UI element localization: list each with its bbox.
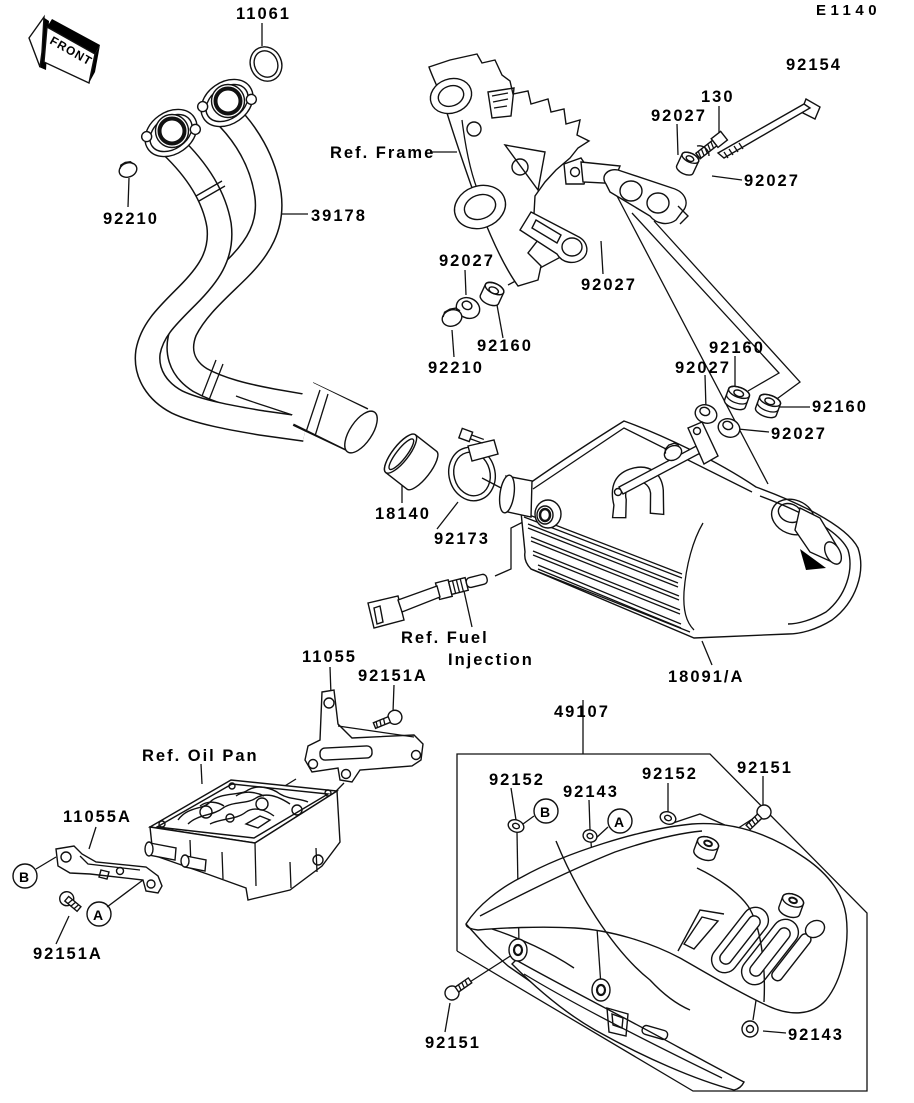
svg-text:92151A: 92151A (33, 945, 103, 963)
svg-text:92027: 92027 (439, 252, 495, 270)
svg-text:92160: 92160 (709, 339, 765, 357)
svg-text:92027: 92027 (651, 107, 707, 125)
svg-text:92152: 92152 (489, 771, 545, 789)
svg-text:92152: 92152 (642, 765, 698, 783)
svg-text:11061: 11061 (236, 5, 291, 23)
svg-text:49107: 49107 (554, 703, 610, 721)
svg-text:B: B (19, 869, 29, 885)
svg-text:92151: 92151 (425, 1034, 481, 1052)
svg-text:Ref. Oil Pan: Ref. Oil Pan (142, 747, 259, 765)
svg-text:92027: 92027 (581, 276, 637, 294)
svg-text:92027: 92027 (744, 172, 800, 190)
svg-text:92160: 92160 (477, 337, 533, 355)
svg-text:130: 130 (701, 88, 735, 106)
svg-text:Ref. Frame: Ref. Frame (330, 144, 435, 162)
svg-text:92143: 92143 (563, 783, 619, 801)
svg-text:92210: 92210 (428, 359, 484, 377)
svg-text:92210: 92210 (103, 210, 159, 228)
svg-text:92154: 92154 (786, 56, 842, 74)
svg-text:18091/A: 18091/A (668, 668, 744, 686)
svg-text:E1140: E1140 (816, 2, 881, 19)
svg-text:92151A: 92151A (358, 667, 428, 685)
svg-text:18140: 18140 (375, 505, 431, 523)
svg-text:92027: 92027 (771, 425, 827, 443)
svg-text:92143: 92143 (788, 1026, 844, 1044)
svg-text:Injection: Injection (448, 651, 534, 669)
svg-text:B: B (540, 804, 550, 820)
svg-text:Ref. Fuel: Ref. Fuel (401, 629, 489, 647)
svg-text:11055: 11055 (302, 648, 357, 666)
svg-text:92160: 92160 (812, 398, 868, 416)
svg-text:11055A: 11055A (63, 808, 132, 826)
svg-text:92151: 92151 (737, 759, 793, 777)
svg-text:92027: 92027 (675, 359, 731, 377)
svg-text:A: A (93, 907, 103, 923)
svg-text:A: A (614, 814, 624, 830)
svg-text:39178: 39178 (311, 207, 367, 225)
svg-text:92173: 92173 (434, 530, 490, 548)
